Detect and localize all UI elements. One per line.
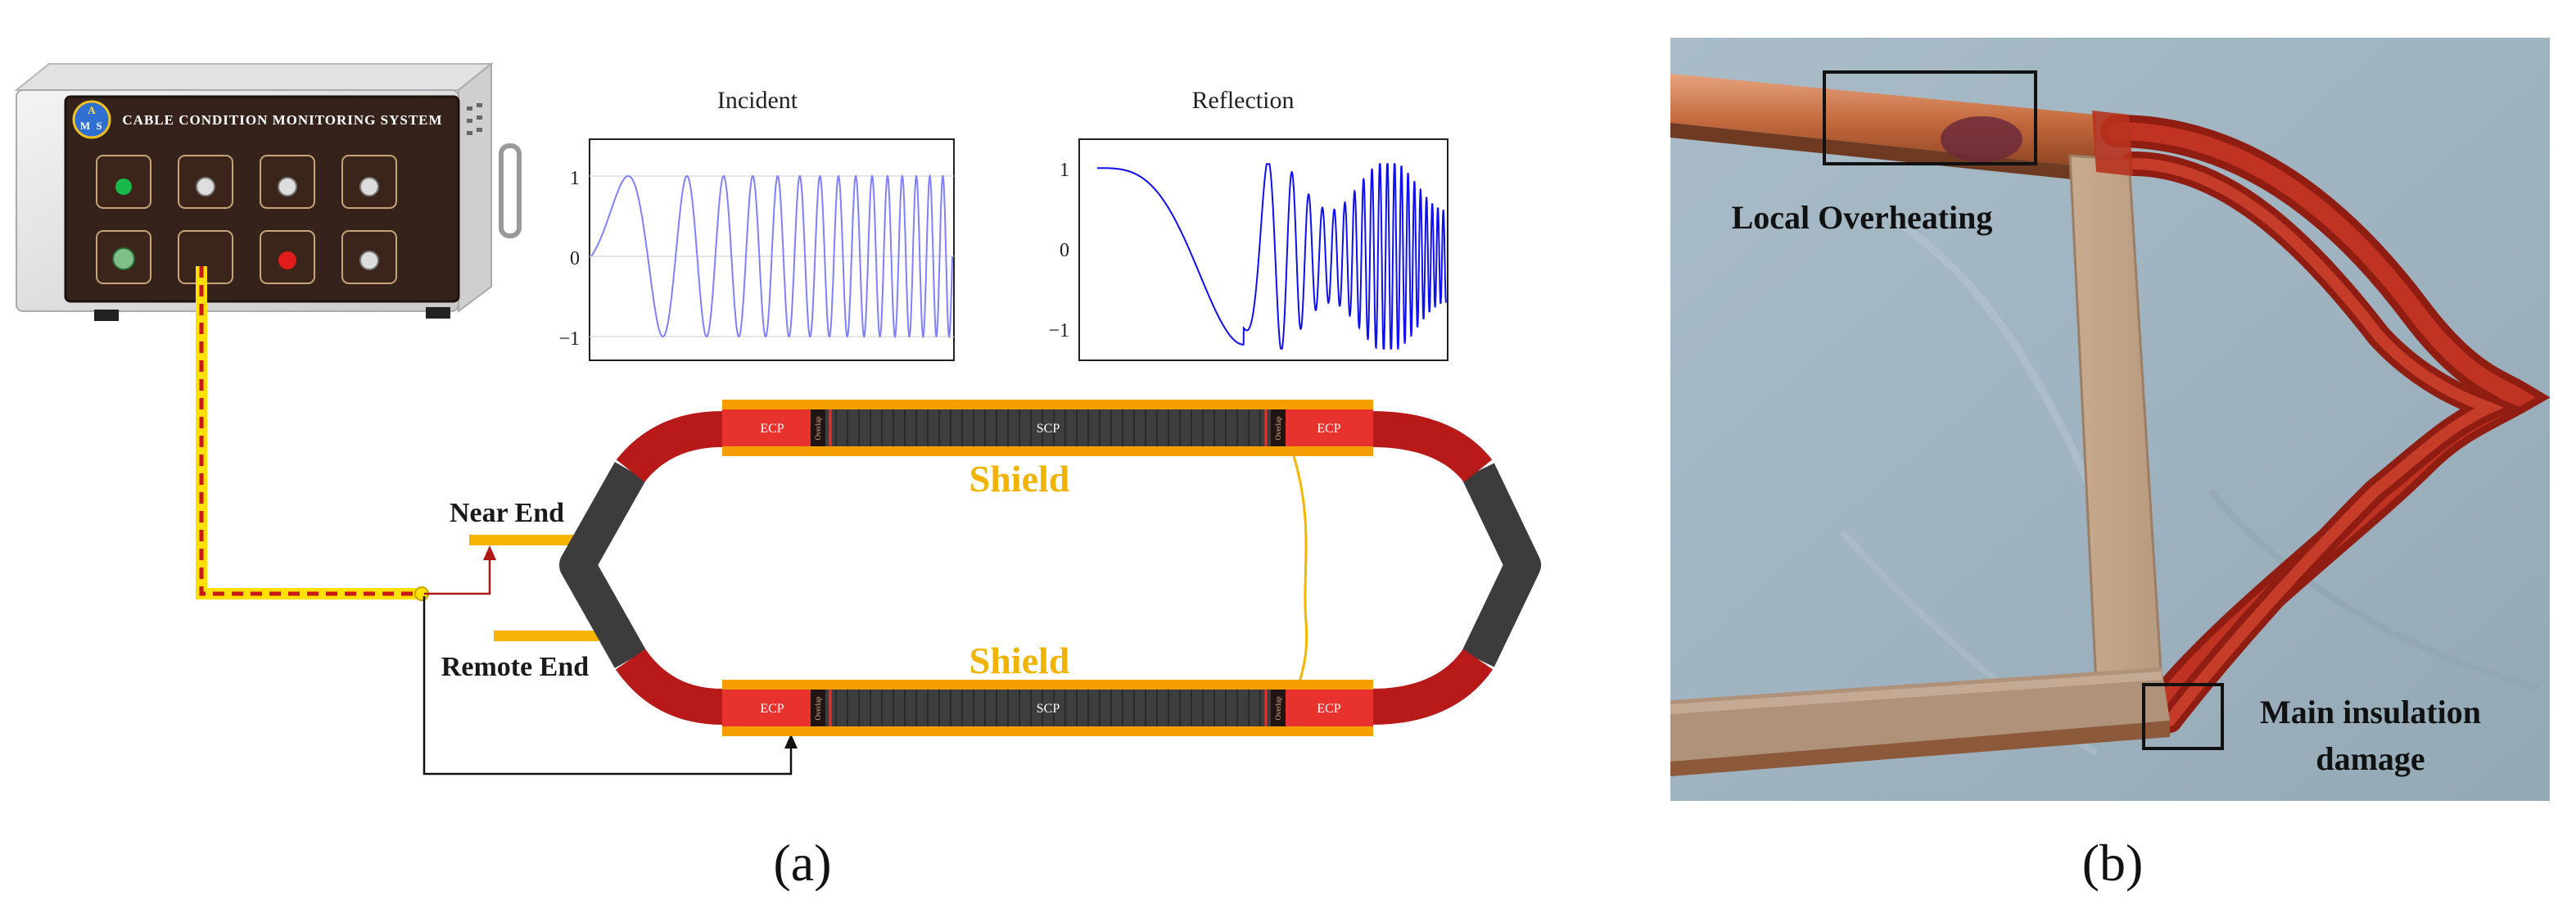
monitoring-device: A M S CABLE CONDITION MONITORING SYSTEM xyxy=(14,61,522,321)
top-shield-upper xyxy=(722,400,1373,409)
incident-ytick-0: 0 xyxy=(570,248,580,269)
shield-ground-wire xyxy=(1292,455,1308,681)
incident-title: Incident xyxy=(717,87,798,114)
device-indicators xyxy=(112,177,379,270)
connector-3 xyxy=(359,177,379,197)
caption-b: (b) xyxy=(2082,834,2144,892)
main-insulation-label-line1: Main insulation xyxy=(2260,694,2481,730)
remote-end-label: Remote End xyxy=(441,652,589,682)
left-bend-cable xyxy=(559,462,647,668)
remote-end-bar xyxy=(494,631,599,641)
near-end-bar xyxy=(469,535,574,545)
device-foot-right xyxy=(426,307,450,319)
connector-4 xyxy=(359,251,379,270)
device-title: CABLE CONDITION MONITORING SYSTEM xyxy=(122,112,442,128)
incident-waveform xyxy=(590,174,953,339)
bottom-shield-label: Shield xyxy=(969,640,1070,681)
local-overheating-label: Local Overheating xyxy=(1732,199,1993,236)
warning-led xyxy=(278,251,296,269)
right-bend-cable xyxy=(1462,463,1541,667)
bottom-ecp-left xyxy=(722,690,811,726)
logo-letter-a: A xyxy=(88,104,96,116)
overheating-spot xyxy=(1941,116,2022,162)
top-shield-label: Shield xyxy=(969,458,1070,500)
top-overlap-left xyxy=(811,409,825,446)
top-overlap-right xyxy=(1271,409,1286,446)
device-vents xyxy=(467,103,482,135)
reflection-title: Reflection xyxy=(1192,87,1295,114)
panel-b: Local Overheating Main insulation damage… xyxy=(1670,38,2551,892)
device-side xyxy=(458,61,492,313)
top-right-insulation xyxy=(1371,411,1493,483)
photo-b xyxy=(1670,38,2551,801)
device-foot-left xyxy=(94,310,119,321)
incident-plot: Incident 1 0 −1 xyxy=(558,87,955,361)
logo-letter-s: S xyxy=(96,120,102,132)
status-led xyxy=(115,179,132,195)
ams-logo: A M S xyxy=(72,100,111,139)
bottom-overlap-left-label: Overlap xyxy=(814,696,822,720)
incident-ytick-1: 1 xyxy=(570,168,580,189)
reflection-plot: Reflection 1 0 −1 xyxy=(1048,87,1448,361)
top-ecp-right-label: ECP xyxy=(1317,422,1340,436)
bottom-ecp-right xyxy=(1286,690,1373,726)
reflection-ytick-1: 1 xyxy=(1060,160,1069,181)
device-top xyxy=(14,63,494,91)
bottom-right-insulation xyxy=(1371,648,1494,725)
device-handle xyxy=(499,143,522,238)
connector-2 xyxy=(278,177,297,197)
caption-a: (a) xyxy=(773,834,831,892)
power-button xyxy=(112,247,135,270)
reflection-ytick-0: 0 xyxy=(1060,240,1069,261)
insulation-damage-box xyxy=(2142,683,2224,750)
top-ecp-right xyxy=(1286,409,1373,446)
bottom-overlap-left xyxy=(811,690,825,726)
top-left-insulation xyxy=(616,411,723,483)
panel-a: A M S CABLE CONDITION MONITORING SYSTEM xyxy=(14,61,1541,892)
logo-letter-m: M xyxy=(80,120,90,132)
bottom-shield-upper xyxy=(722,680,1373,690)
reflection-ytick-m1: −1 xyxy=(1048,320,1069,341)
cable-loop: ECP ECP SCP Overlap Overlap ECP ECP SCP … xyxy=(559,400,1541,736)
bottom-insulated-bar xyxy=(1670,667,2170,762)
test-lead-cable xyxy=(196,266,429,601)
bottom-scp-label: SCP xyxy=(1037,702,1060,716)
local-overheating-box xyxy=(1823,70,2037,165)
bottom-ecp-left-label: ECP xyxy=(760,702,784,716)
main-insulation-label-line2: damage xyxy=(2316,740,2425,777)
bottom-shield-lower xyxy=(722,726,1373,736)
bottom-left-insulation xyxy=(615,648,723,725)
near-end-label: Near End xyxy=(450,498,564,528)
bottom-overlap-right xyxy=(1271,690,1286,726)
connection-arrows xyxy=(423,545,798,776)
top-shield-lower xyxy=(722,446,1373,456)
top-overlap-right-label: Overlap xyxy=(1274,416,1282,440)
top-ecp-left xyxy=(722,409,811,446)
bottom-ecp-right-label: ECP xyxy=(1317,702,1340,716)
top-ecp-left-label: ECP xyxy=(760,422,784,436)
top-overlap-left-label: Overlap xyxy=(814,416,822,440)
connector-1 xyxy=(196,177,215,197)
top-scp-label: SCP xyxy=(1037,422,1060,436)
incident-ytick-m1: −1 xyxy=(558,328,580,350)
reflection-waveform xyxy=(1097,163,1447,350)
bottom-overlap-right-label: Overlap xyxy=(1274,696,1282,720)
